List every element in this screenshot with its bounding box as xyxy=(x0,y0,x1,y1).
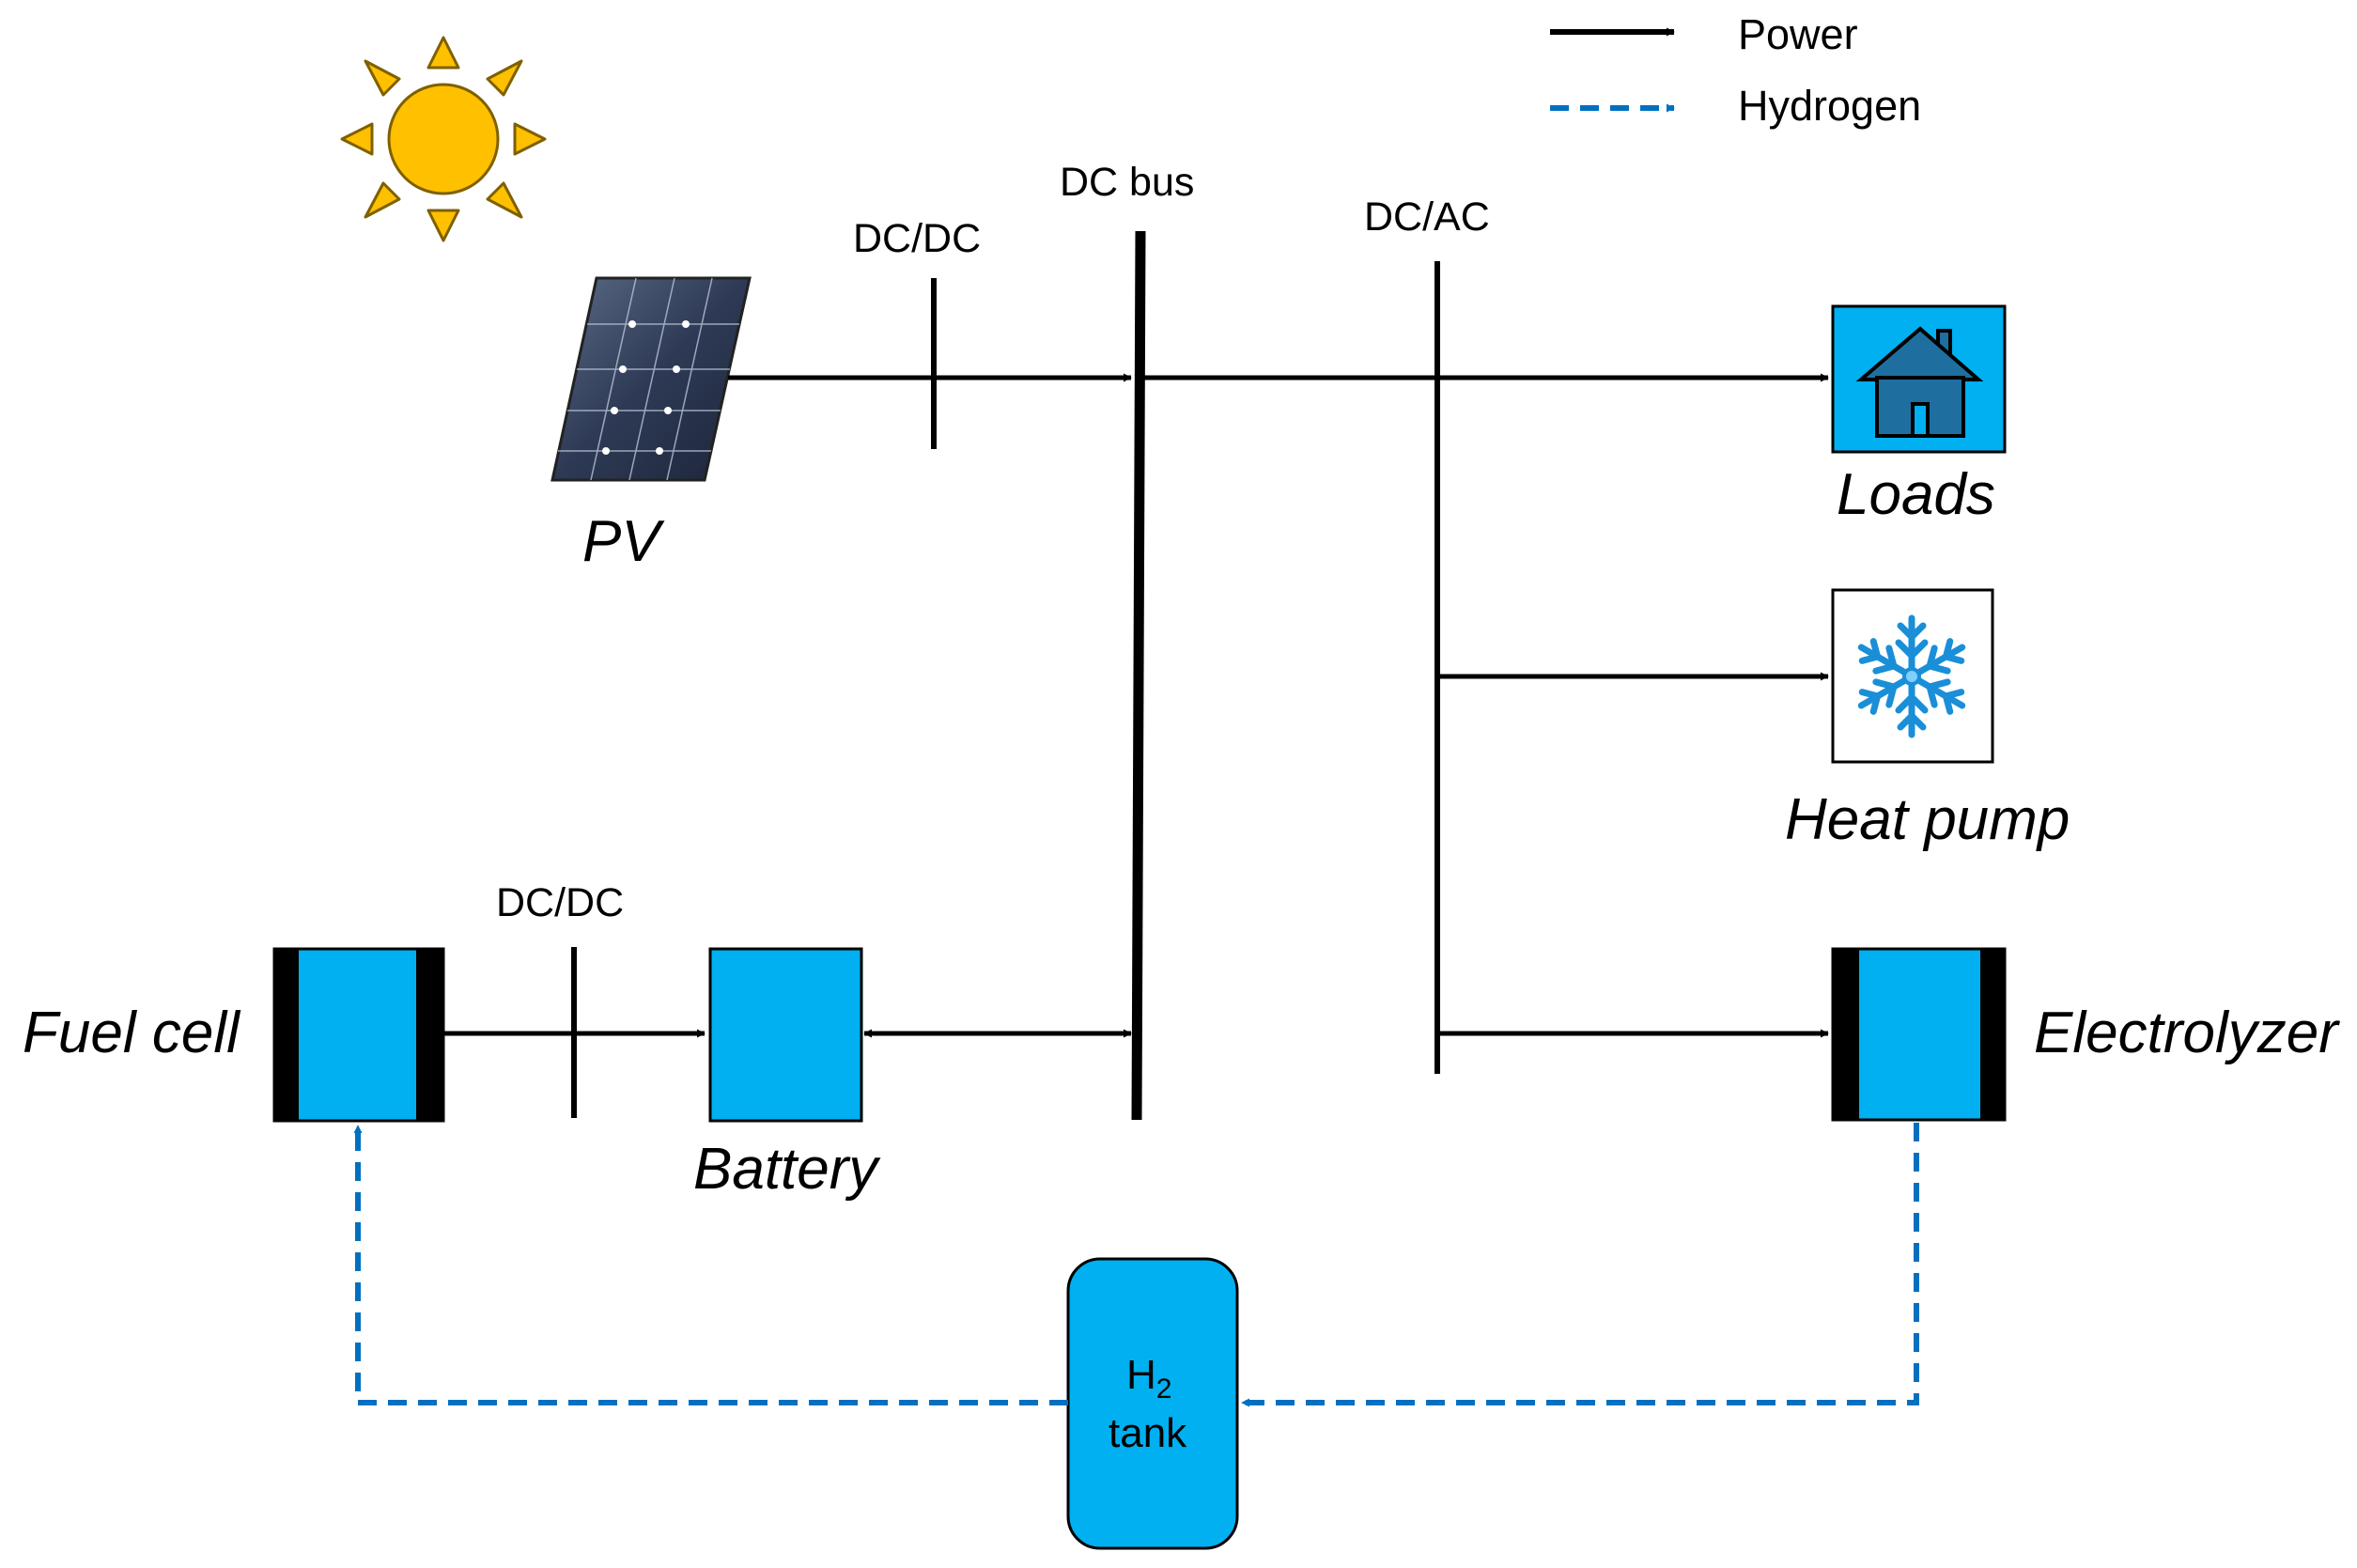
dc-bus xyxy=(1131,230,1146,1121)
dc-bus-label: DC bus xyxy=(1060,160,1194,205)
legend-hydrogen-label: Hydrogen xyxy=(1738,82,1921,130)
tank-to-fuelcell-line xyxy=(353,1125,1068,1405)
battery-label: Battery xyxy=(693,1137,881,1202)
snowflake-icon xyxy=(1854,614,1968,735)
h2-tank-label-word: tank xyxy=(1109,1410,1187,1456)
heat-pump-label: Heat pump xyxy=(1785,787,2070,852)
electrolyzer-box xyxy=(1831,947,2007,1122)
fuel-cell-box xyxy=(272,947,445,1123)
dcdc-bottom-label: DC/DC xyxy=(496,880,624,925)
h2-tank-label-formula: H2 xyxy=(1126,1352,1171,1405)
sun-icon xyxy=(340,36,547,242)
electrolyzer-to-tank-line xyxy=(1241,1123,1919,1407)
dcac-label: DC/AC xyxy=(1364,194,1490,240)
h2-tank xyxy=(1066,1257,1239,1550)
heat-pump-box xyxy=(1831,588,1994,764)
loads-box xyxy=(1831,304,2007,454)
legend-power-label: Power xyxy=(1738,10,1858,58)
solar-panel-icon xyxy=(550,276,752,482)
pv-label: PV xyxy=(582,509,665,574)
legend: Power Hydrogen xyxy=(1550,10,1921,130)
battery-box xyxy=(708,947,863,1123)
house-icon xyxy=(1855,326,1984,438)
fuel-cell-label: Fuel cell xyxy=(23,1001,241,1065)
loads-label: Loads xyxy=(1837,462,1995,527)
dcdc-top-label: DC/DC xyxy=(853,216,981,261)
electrolyzer-label: Electrolyzer xyxy=(2034,1001,2340,1065)
